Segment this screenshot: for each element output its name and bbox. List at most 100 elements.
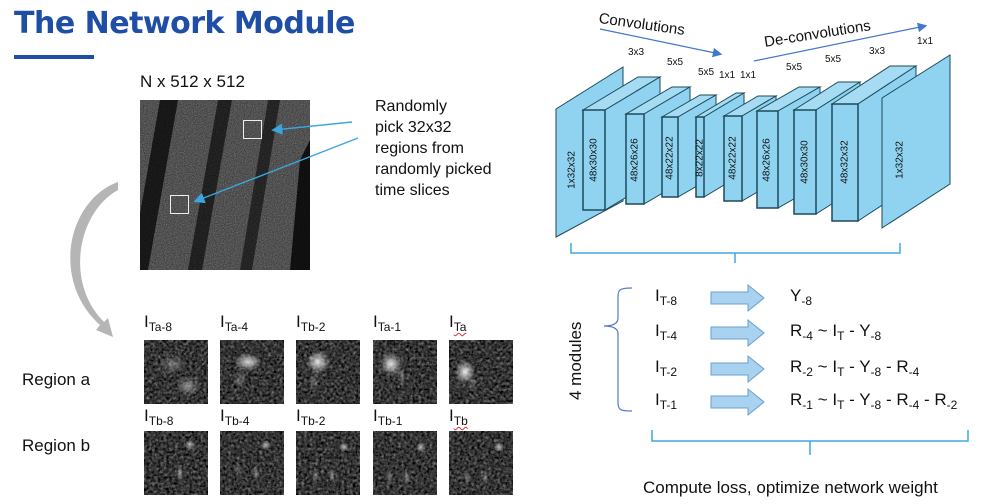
frame-symbol: I (220, 312, 225, 331)
equation-subscript: T (837, 365, 845, 379)
callout-text: Randomly pick 32x32 regions from randoml… (375, 96, 492, 201)
volume-dimensions-label: N x 512 x 512 (140, 72, 245, 91)
deconvolutions-arrow (753, 22, 928, 62)
frame-subscript: Ta-4 (224, 320, 249, 334)
slide-title: The Network Module (14, 6, 355, 41)
image-patch (144, 431, 208, 495)
frame-subscript: Tb-8 (148, 414, 174, 428)
frame-label: ITa (449, 312, 466, 334)
frame-label: ITb-1 (373, 406, 402, 428)
frame-label: ITb-2 (296, 312, 325, 334)
layer-front-face (793, 109, 817, 215)
equation-subscript: -8 (870, 365, 882, 379)
input-symbol: I (655, 357, 660, 376)
block-arrow-icon (710, 283, 765, 313)
equation-term: - R (881, 390, 909, 409)
callout-line: time slices (375, 182, 450, 199)
callout-line: randomly picked (375, 161, 492, 178)
equation-term: ~ I (812, 357, 838, 376)
kernel-size-label: 5x5 (786, 62, 803, 73)
equation-term: R (790, 321, 803, 340)
callout-arrow-a (271, 121, 353, 135)
patch-texture (144, 340, 208, 404)
frame-subscript: Ta-8 (148, 320, 173, 334)
module-input: IT-8 (655, 286, 677, 308)
layer-dimension-label: 48x26x26 (762, 138, 773, 182)
equation-subscript: -1 (802, 398, 813, 412)
kernel-size-label: 5x5 (667, 57, 684, 68)
convolutions-arrow (599, 28, 723, 58)
equation-subscript: -4 (908, 365, 920, 379)
kernel-size-label: 3x3 (869, 46, 886, 57)
frame-symbol: I (144, 312, 149, 331)
layer-front-face (625, 113, 645, 205)
network-bracket (570, 243, 901, 263)
kernel-size-label: 3x3 (628, 47, 645, 58)
equation-term: - Y (844, 390, 871, 409)
frame-symbol: I (144, 406, 149, 425)
module-input: IT-4 (655, 321, 677, 343)
callout-line: Randomly (375, 98, 448, 115)
region-b-label: Region b (22, 436, 91, 455)
image-patch (144, 340, 208, 404)
modules-bracket (603, 287, 633, 412)
layer-dimension-label: 48x30x30 (589, 138, 600, 182)
kernel-size-label: 1x1 (917, 36, 934, 47)
equation-subscript: T (837, 329, 845, 343)
footer-caption: Compute loss, optimize network weight (643, 478, 938, 497)
block-arrow-icon (710, 354, 765, 384)
layer-front-face (661, 116, 679, 198)
frame-symbol: I (449, 312, 454, 331)
image-patch (449, 340, 513, 404)
frame-label: ITb-2 (296, 406, 325, 428)
frame-label: ITb-4 (220, 406, 249, 428)
layer-front-face (756, 110, 779, 209)
block-arrow-icon (710, 387, 765, 417)
equation-subscript: -8 (870, 329, 882, 343)
module-output: R-4 ~ IT - Y-8 (790, 321, 881, 343)
loss-bracket (651, 430, 969, 455)
layer-dimension-label: 48x22x22 (728, 136, 739, 180)
frame-label: ITa-1 (373, 312, 401, 334)
equation-subscript: -4 (802, 329, 813, 343)
input-symbol: I (655, 321, 660, 340)
kernel-size-label: 5x5 (825, 54, 842, 65)
equation-term: R (790, 390, 803, 409)
layer-dimension-label: 48x22x22 (665, 136, 676, 180)
patch-texture (144, 431, 208, 495)
image-patch (373, 431, 437, 495)
image-patch (373, 340, 437, 404)
input-subscript: T-8 (659, 294, 678, 308)
frame-subscript: Tb (453, 414, 468, 428)
frame-label: ITa-4 (220, 312, 248, 334)
equation-subscript: -2 (946, 398, 958, 412)
equation-term: ~ I (812, 390, 838, 409)
title-underline (14, 55, 94, 59)
frame-symbol: I (373, 312, 378, 331)
equation-subscript: -8 (870, 398, 882, 412)
frame-label: ITa-8 (144, 312, 172, 334)
kernel-size-label: 5x5 (698, 67, 715, 78)
layer-dimension-label: 48x30x30 (800, 140, 811, 184)
callout-arrow-b (193, 137, 359, 204)
image-patch (449, 431, 513, 495)
block-arrow-icon (710, 318, 765, 348)
frame-symbol: I (296, 312, 301, 331)
equation-subscript: -4 (908, 398, 920, 412)
equation-term: - Y (844, 321, 871, 340)
frame-symbol: I (373, 406, 378, 425)
image-patch (296, 431, 360, 495)
frame-subscript: Tb-2 (300, 320, 326, 334)
patch-texture (296, 340, 360, 404)
frame-symbol: I (296, 406, 301, 425)
input-symbol: I (655, 286, 660, 305)
image-patch (220, 340, 284, 404)
patch-texture (373, 431, 437, 495)
selection-box-a (243, 120, 262, 139)
layer-front-face (695, 116, 705, 198)
frame-subscript: Tb-1 (377, 414, 403, 428)
equation-subscript: T (837, 398, 845, 412)
equation-subscript: -2 (802, 365, 813, 379)
